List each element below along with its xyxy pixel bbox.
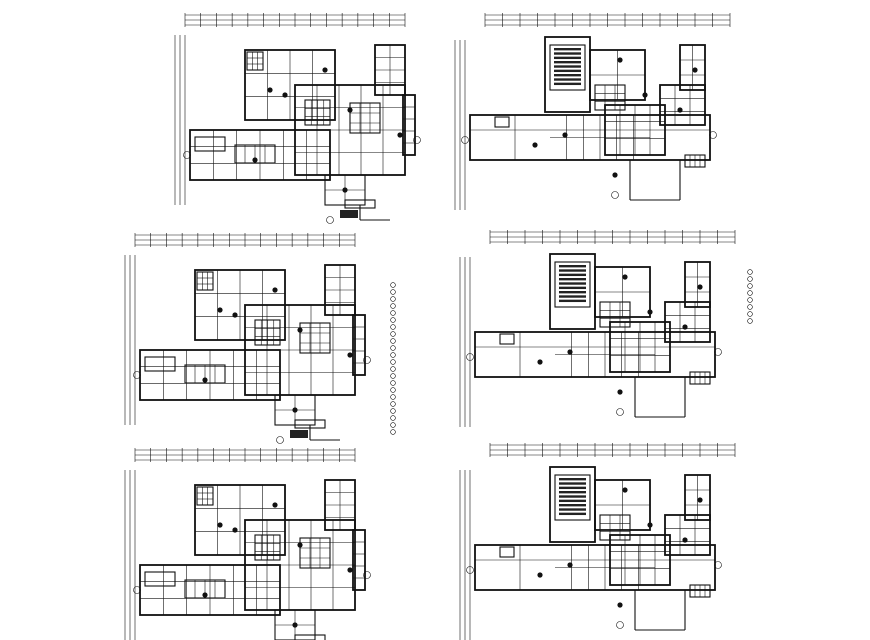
grid-axis-marker <box>747 304 753 310</box>
grid-axis-marker <box>390 345 396 351</box>
grid-axis-marker <box>747 290 753 296</box>
grid-axis-marker <box>390 408 396 414</box>
grid-axis-marker <box>747 269 753 275</box>
grid-axis-marker <box>390 373 396 379</box>
grid-axis-marker <box>390 296 396 302</box>
grid-axis-marker <box>747 276 753 282</box>
grid-axis-marker <box>390 422 396 428</box>
grid-axis-marker <box>390 324 396 330</box>
grid-axis-marker <box>390 387 396 393</box>
plan-middle-right <box>459 230 753 427</box>
grid-axis-marker <box>390 380 396 386</box>
grid-axis-marker <box>390 282 396 288</box>
grid-axis-marker <box>390 401 396 407</box>
grid-axis-marker <box>747 297 753 303</box>
grid-axis-marker <box>390 352 396 358</box>
grid-axis-marker <box>390 429 396 435</box>
plan-bottom-left <box>124 448 371 640</box>
grid-axis-marker <box>390 310 396 316</box>
grid-axis-marker <box>747 318 753 324</box>
grid-axis-marker <box>390 366 396 372</box>
grid-axis-marker <box>390 359 396 365</box>
plan-top-right <box>454 13 731 210</box>
grid-axis-marker <box>747 311 753 317</box>
plan-middle-left <box>124 233 396 444</box>
grid-axis-marker <box>390 317 396 323</box>
grid-axis-marker <box>390 394 396 400</box>
plan-top-left <box>174 13 421 224</box>
grid-axis-marker <box>390 289 396 295</box>
grid-axis-marker <box>747 283 753 289</box>
plan-bottom-right <box>459 443 736 640</box>
grid-axis-marker <box>390 331 396 337</box>
grid-axis-marker <box>390 303 396 309</box>
grid-axis-marker <box>390 338 396 344</box>
grid-axis-marker <box>390 415 396 421</box>
